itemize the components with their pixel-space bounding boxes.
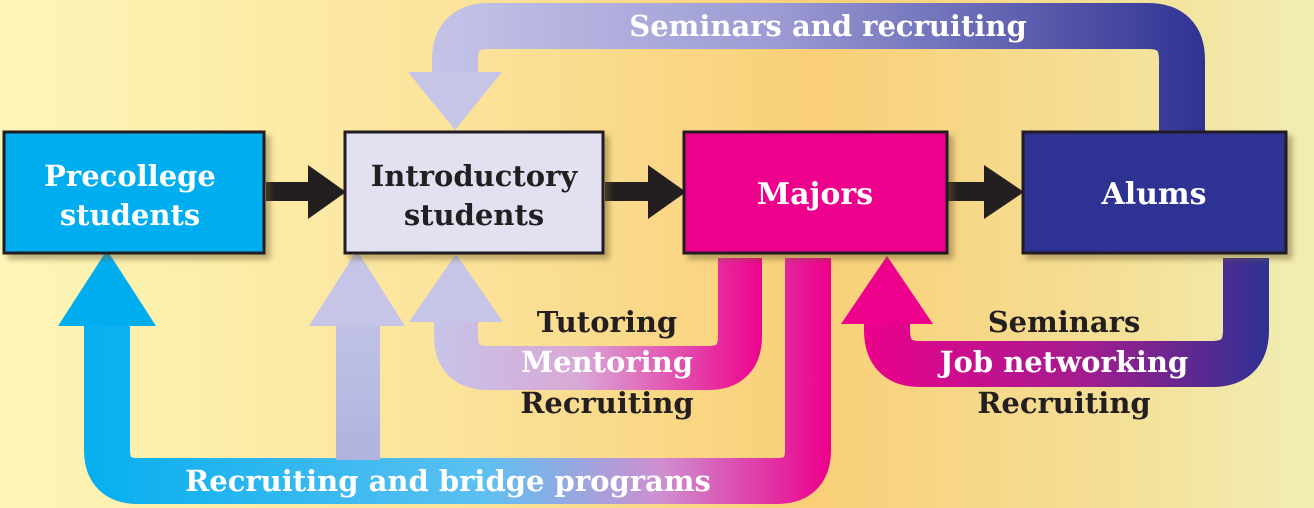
majors-to-intro-line-3: Recruiting bbox=[520, 386, 693, 420]
top-loop-arrowhead bbox=[408, 72, 502, 130]
node-precollege-students: Precollege students bbox=[2, 130, 266, 255]
connector-intro-to-majors bbox=[605, 165, 686, 219]
bottom-loop-label: Recruiting and bridge programs bbox=[185, 464, 711, 498]
bottom-loop-arrowhead-introductory bbox=[309, 250, 405, 326]
node-alums-label: Alums bbox=[1100, 177, 1206, 212]
bottom-loop-arrow bbox=[58, 250, 831, 504]
node-introductory-students: Introductory students bbox=[343, 130, 605, 255]
top-loop-arrow bbox=[408, 3, 1205, 132]
node-alums: Alums bbox=[1021, 130, 1288, 255]
alums-to-majors-line-2: Job networking bbox=[937, 345, 1188, 379]
node-introductory-line2: students bbox=[404, 198, 544, 232]
connector-majors-to-alums bbox=[948, 165, 1024, 219]
node-majors: Majors bbox=[682, 130, 949, 255]
top-loop-label: Seminars and recruiting bbox=[629, 9, 1026, 43]
majors-to-intro-arrowhead bbox=[409, 254, 503, 322]
connector-precollege-to-intro bbox=[266, 165, 346, 219]
node-introductory-line1: Introductory bbox=[371, 159, 579, 193]
majors-to-intro-arrow bbox=[409, 254, 762, 390]
majors-to-intro-line-2: Mentoring bbox=[521, 345, 693, 379]
majors-to-intro-line-1: Tutoring bbox=[537, 305, 677, 339]
arrow-right-icon bbox=[308, 165, 346, 219]
alums-to-majors-line-3: Recruiting bbox=[977, 386, 1150, 420]
arrow-right-icon bbox=[984, 165, 1024, 219]
node-majors-label: Majors bbox=[757, 177, 873, 212]
alums-to-majors-arrowhead bbox=[841, 256, 933, 324]
node-precollege-line1: Precollege bbox=[44, 159, 216, 193]
node-precollege-line2: students bbox=[60, 198, 200, 232]
bottom-loop-branch-introductory bbox=[336, 310, 380, 460]
arrow-right-icon bbox=[648, 165, 686, 219]
bottom-loop-arrowhead-precollege bbox=[58, 250, 156, 326]
alums-to-majors-line-1: Seminars bbox=[988, 305, 1141, 339]
alums-to-majors-arrow bbox=[841, 256, 1269, 387]
